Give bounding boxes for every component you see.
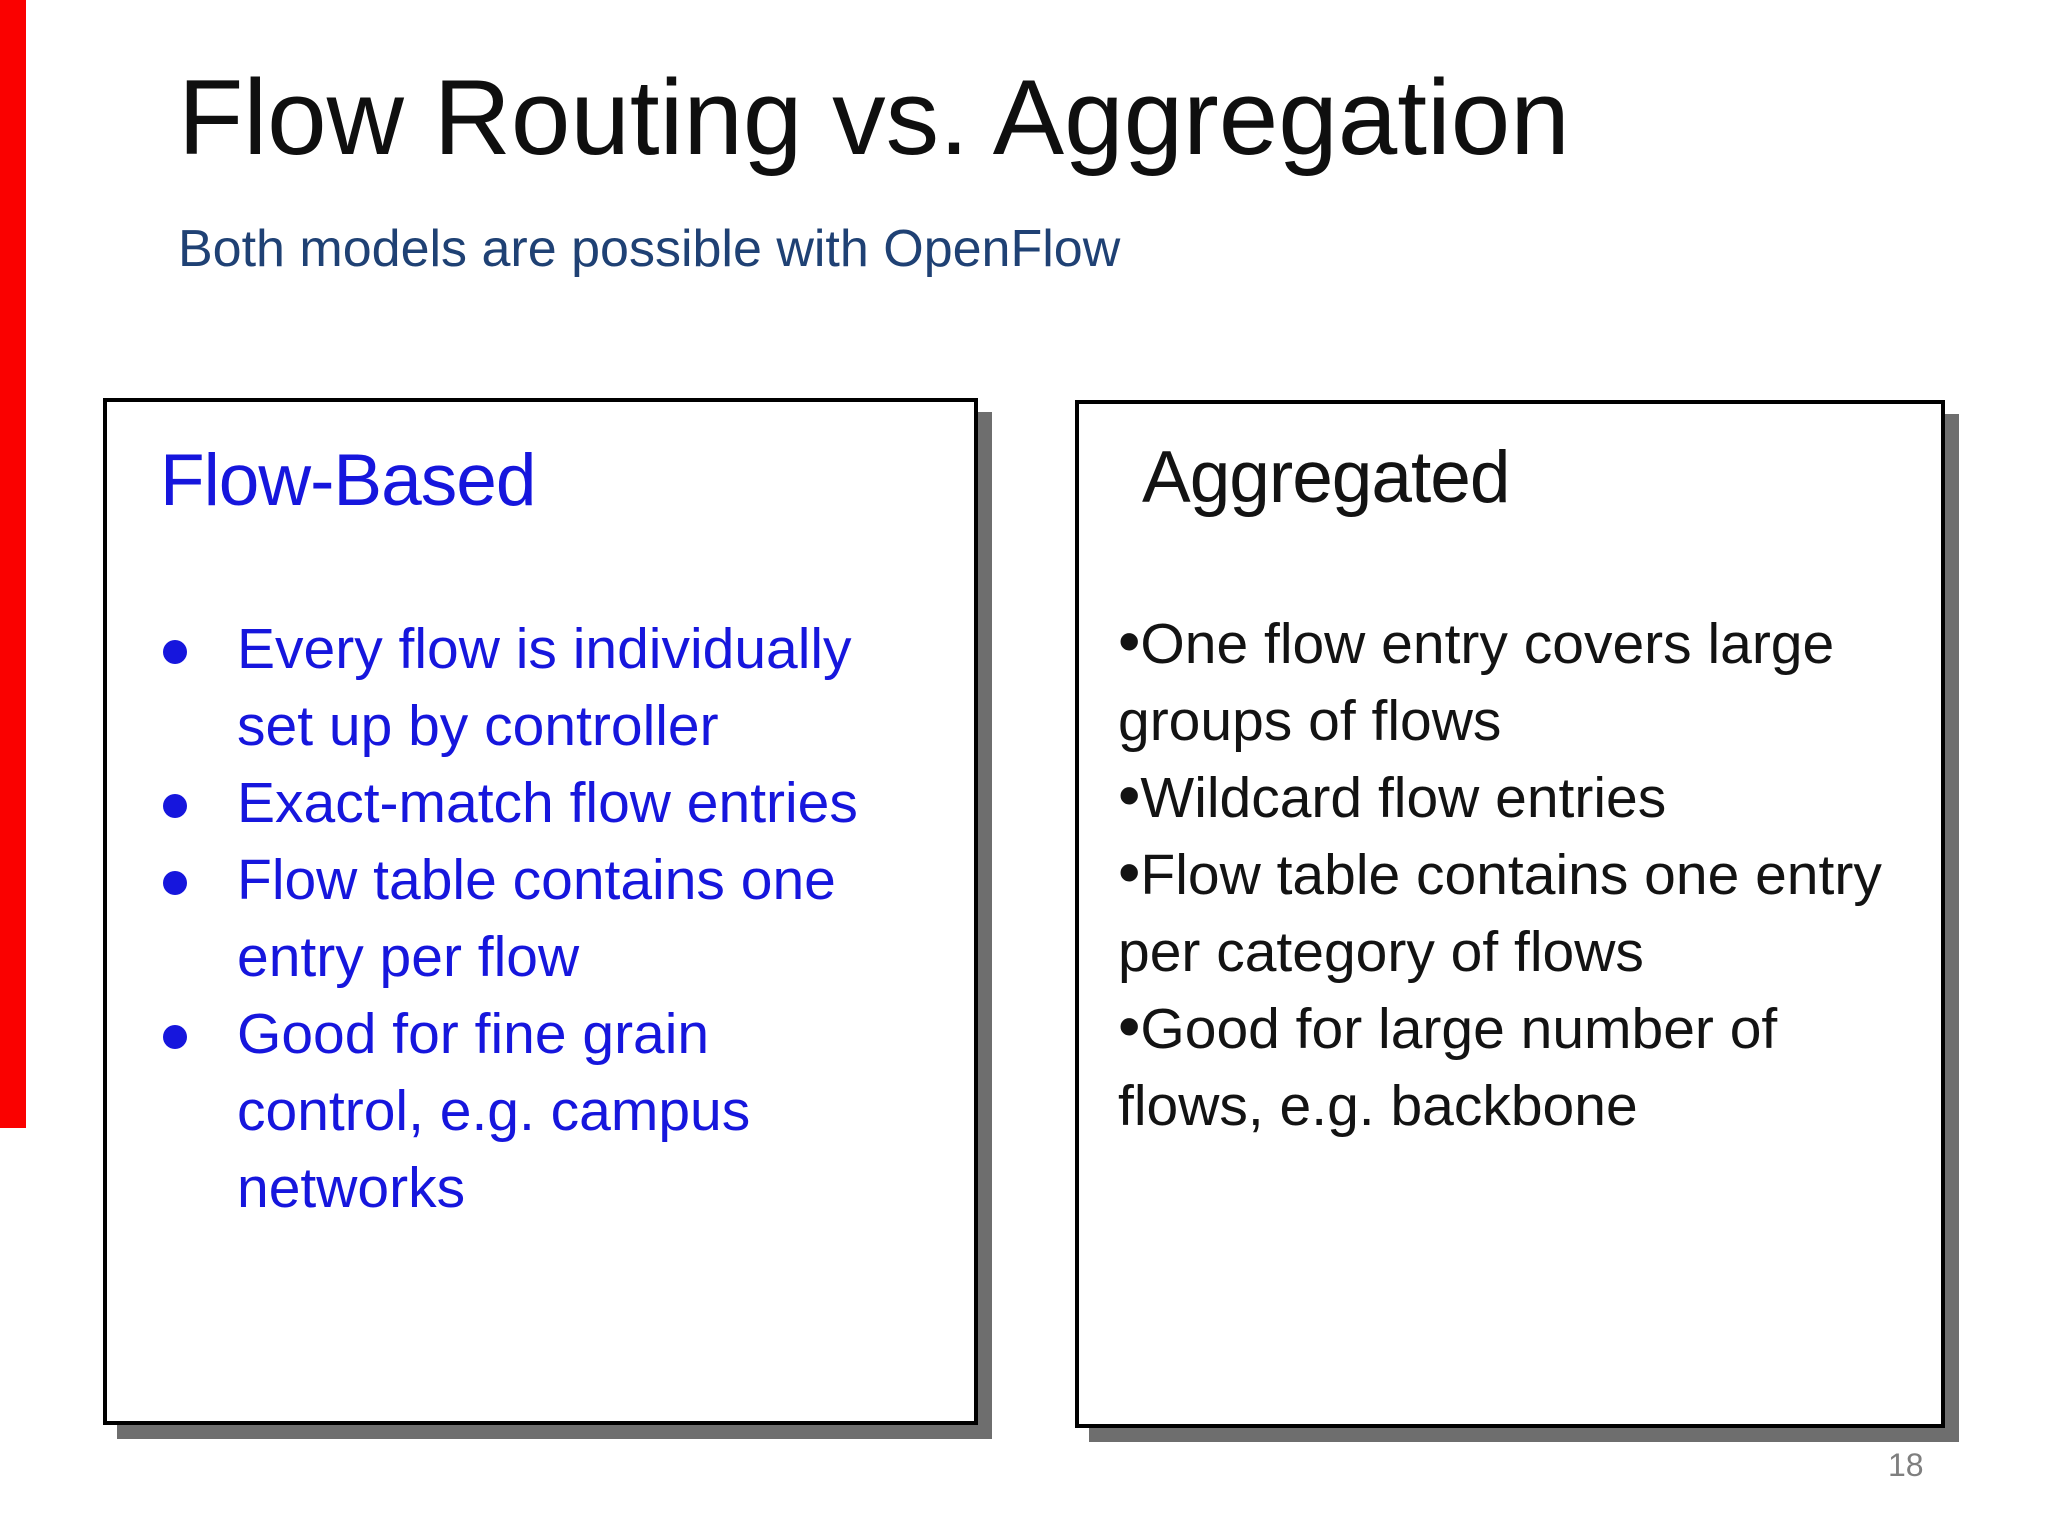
aggregated-panel	[1075, 400, 1945, 1428]
aggregated-heading: Aggregated	[1142, 437, 1510, 518]
flow-based-panel	[103, 398, 978, 1425]
list-item-text: Exact-match flow entries	[237, 771, 858, 835]
bullet-dot-icon	[163, 871, 187, 895]
bullet-dot-icon	[163, 794, 187, 818]
bullet-dot-icon	[163, 640, 187, 664]
list-item-text: Wildcard flow entries	[1140, 766, 1667, 830]
list-item: •Wildcard flow entries	[1118, 760, 1918, 837]
bullet-dot-icon: •	[1118, 759, 1141, 831]
red-accent-bar	[0, 0, 26, 1128]
slide-title: Flow Routing vs. Aggregation	[178, 57, 1570, 177]
bullet-dot-icon: •	[1118, 836, 1141, 908]
flow-based-heading: Flow-Based	[160, 440, 536, 521]
bullet-dot-icon: •	[1118, 605, 1141, 677]
page-number: 18	[1888, 1447, 1924, 1483]
bullet-dot-icon	[163, 1025, 187, 1049]
slide-subtitle: Both models are possible with OpenFlow	[178, 220, 1121, 278]
list-item: Exact-match flow entries	[160, 765, 920, 842]
bullet-dot-icon: •	[1118, 990, 1141, 1062]
